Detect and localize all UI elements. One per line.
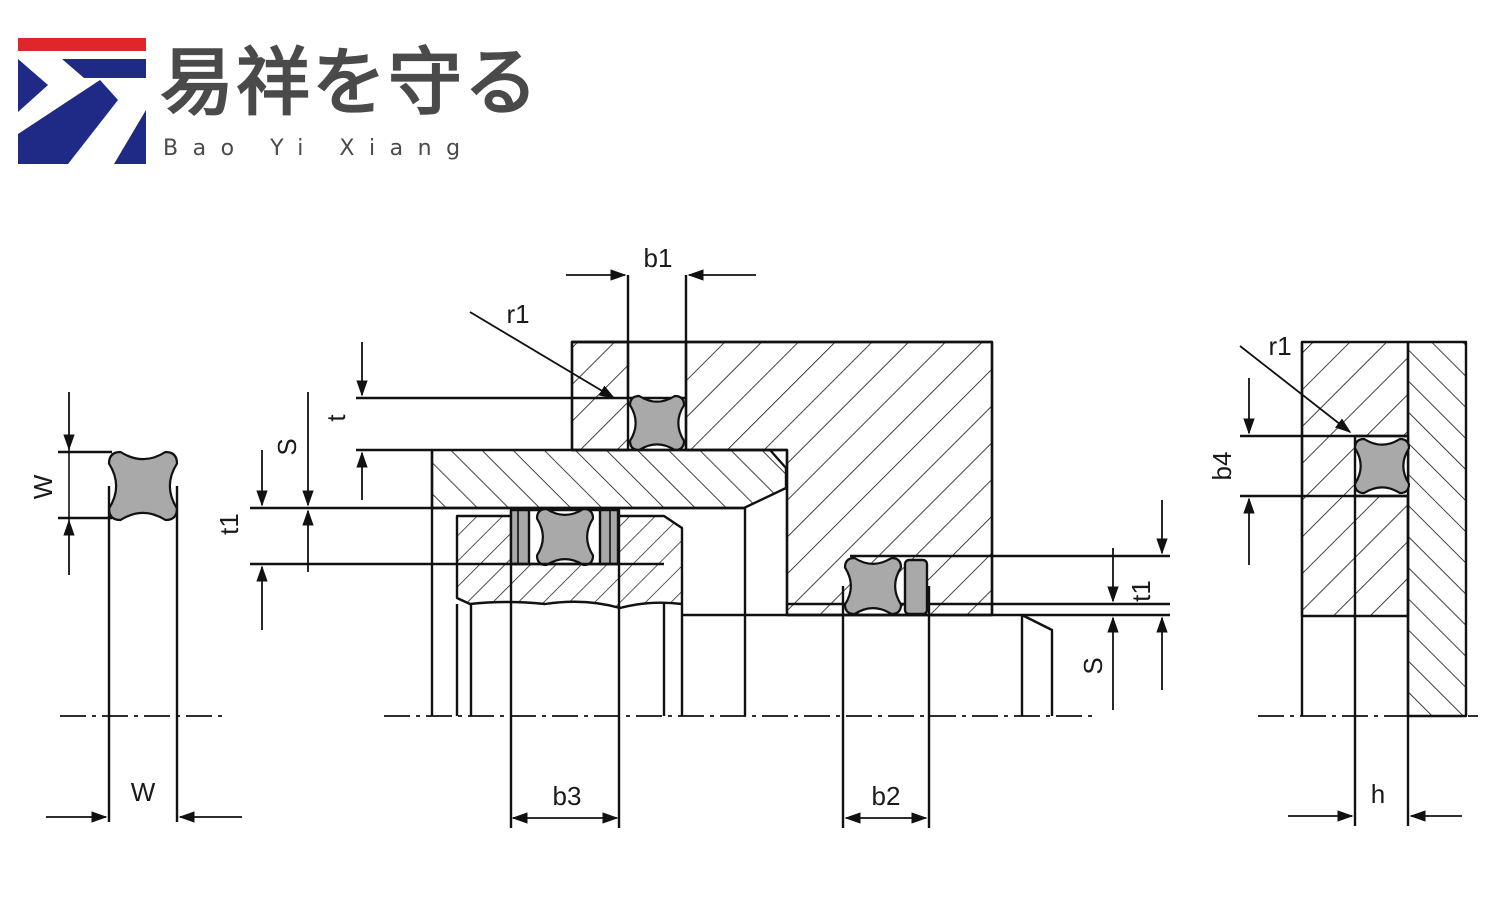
- logo-red-bar: [18, 38, 146, 51]
- backup-ring-right-outer: [598, 508, 620, 566]
- company-logo-icon: [18, 38, 146, 164]
- r1-leader-main: [469, 311, 616, 399]
- logo-blue-mid: [18, 80, 118, 164]
- label-r1-main: r1: [506, 299, 529, 329]
- axial-block-right: [1406, 340, 1468, 718]
- label-s-right: S: [1078, 657, 1108, 674]
- label-t1-left: t1: [214, 513, 244, 535]
- logo-blue-top: [62, 59, 146, 78]
- xring-main-groove: [628, 394, 686, 452]
- backup-ring-left-outer: [509, 508, 531, 566]
- backup-ring-b2: [903, 558, 929, 616]
- drawing-sheet: [46, 269, 1478, 828]
- xring-axial-groove: [1353, 437, 1411, 495]
- logo-blue-left: [18, 59, 48, 112]
- logo-blue-right: [114, 110, 146, 164]
- label-h: h: [1371, 779, 1385, 809]
- xring-b2-groove: [843, 556, 903, 616]
- rod-end-chamfer: [1020, 613, 1054, 716]
- brand-header: 易祥を守る Bao Yi Xiang: [0, 0, 1500, 190]
- r1-leader-right: [1239, 345, 1352, 433]
- label-b1: b1: [644, 243, 673, 273]
- label-r1-right: r1: [1268, 331, 1291, 361]
- label-w-bottom: W: [131, 777, 156, 807]
- label-t: t: [321, 414, 351, 422]
- label-s-left: S: [272, 438, 302, 455]
- xring-section-left: [107, 450, 179, 522]
- label-w-top: W: [28, 474, 58, 499]
- label-b3: b3: [553, 781, 582, 811]
- piston-body: [430, 448, 788, 510]
- label-t1-right: t1: [1126, 580, 1156, 602]
- xring-rod-groove: [535, 507, 595, 567]
- label-b4: b4: [1207, 452, 1237, 481]
- brand-title: 易祥を守る: [160, 40, 540, 126]
- dimension-labels: W W b1 r1 t S t1 b3 b2 t1 S r1 b4 h: [28, 243, 1385, 811]
- housing-block-left: [570, 340, 630, 452]
- brand-subtitle: Bao Yi Xiang: [163, 136, 475, 161]
- label-b2: b2: [872, 781, 901, 811]
